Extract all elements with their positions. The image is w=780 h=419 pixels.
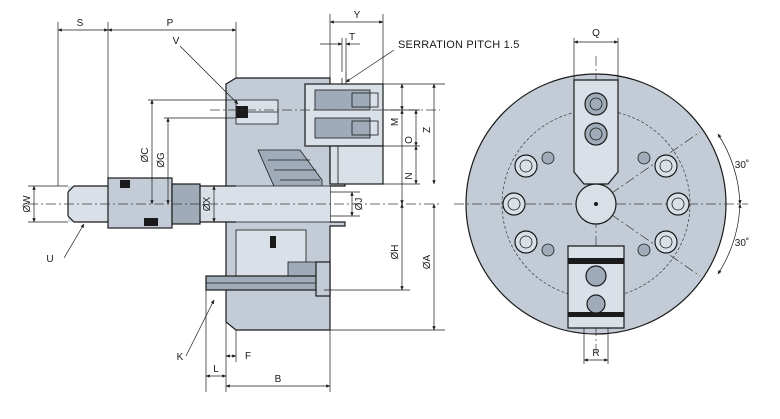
label-T: T <box>349 32 355 43</box>
label-Y: Y <box>354 10 361 21</box>
label-R: R <box>592 348 599 359</box>
front-view: Q R 30˚ 30˚ <box>454 28 749 364</box>
label-G: ØG <box>156 152 167 168</box>
label-B: B <box>275 374 282 385</box>
label-angle-bottom: 30˚ <box>735 237 749 249</box>
label-serration-pitch: SERRATION PITCH 1.5 <box>398 39 520 51</box>
label-Q: Q <box>592 28 600 39</box>
label-N: N <box>404 172 415 179</box>
label-O: O <box>404 136 415 144</box>
label-K: K <box>177 352 184 363</box>
label-A: ØA <box>422 254 433 269</box>
label-Z: Z <box>422 127 433 133</box>
label-F: F <box>245 351 251 362</box>
lower-jaw-front <box>568 246 624 328</box>
label-V: V <box>173 36 180 47</box>
label-C: ØC <box>140 148 151 163</box>
label-H: ØH <box>390 245 401 260</box>
label-angle-top: 30˚ <box>735 159 749 171</box>
mounting-bolts <box>502 151 690 257</box>
label-W: ØW <box>22 195 33 213</box>
label-M: M <box>390 118 401 126</box>
label-X: ØX <box>202 196 213 211</box>
label-J: ØJ <box>354 198 365 211</box>
label-P: P <box>167 18 174 29</box>
label-S: S <box>77 18 84 29</box>
label-L: L <box>213 364 219 375</box>
label-U: U <box>46 254 53 265</box>
side-section-view: S P V Y T SERRATION PITCH 1.5 ØC ØG ØW Ø… <box>22 10 520 392</box>
